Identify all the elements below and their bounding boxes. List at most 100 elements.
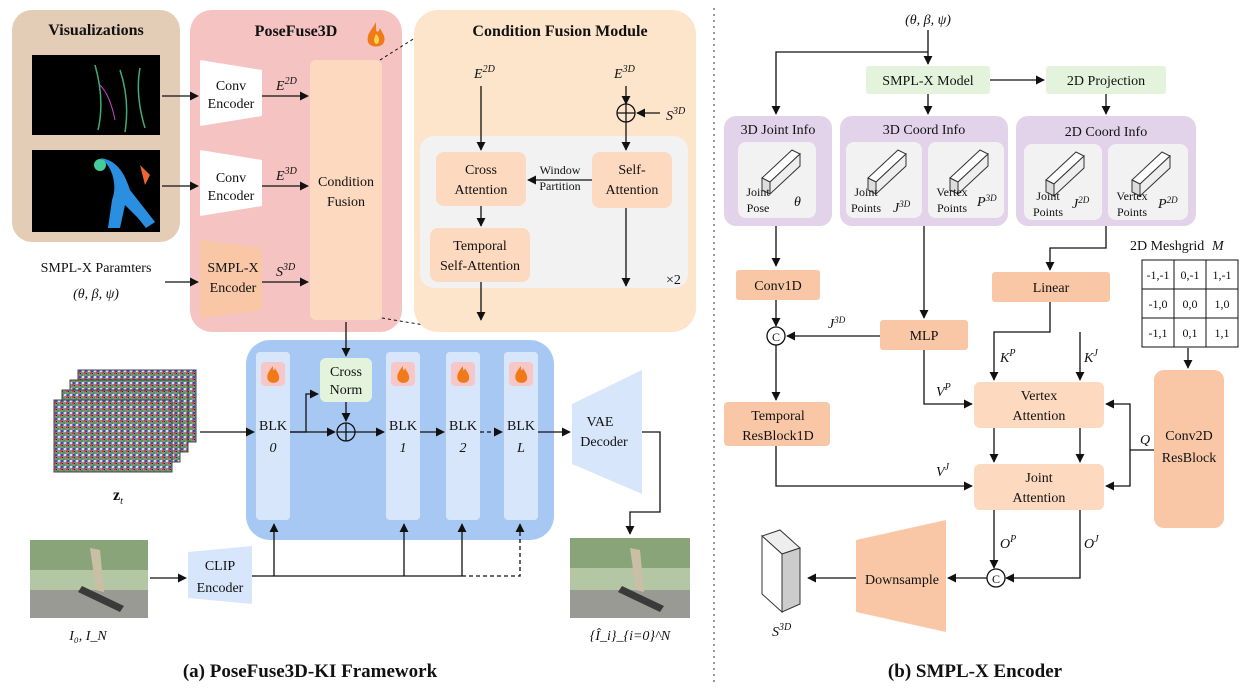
svg-text:J3D: J3D: [828, 315, 846, 332]
svg-text:S3D: S3D: [772, 622, 792, 640]
svg-text:S3D: S3D: [666, 106, 686, 124]
svg-text:P2D: P2D: [1157, 195, 1178, 212]
svg-text:OP: OP: [1000, 534, 1016, 552]
svg-text:S3D: S3D: [276, 262, 296, 280]
svg-text:Window: Window: [540, 163, 581, 177]
svg-text:VP: VP: [936, 382, 951, 400]
svg-text:Vertex: Vertex: [936, 185, 967, 199]
svg-text:Encoder: Encoder: [197, 581, 244, 596]
svg-text:OJ: OJ: [1084, 534, 1099, 552]
svg-text:Q: Q: [1140, 433, 1150, 448]
svg-text:Attention: Attention: [1013, 491, 1066, 506]
condition-fusion: [310, 60, 382, 320]
conv2d-resblock: [1154, 370, 1224, 528]
smplx-params-label: SMPL-X Paramters: [41, 261, 152, 276]
linear-box: [992, 272, 1110, 302]
conv-encoder-1: [200, 60, 262, 126]
caption-b: (b) SMPL-X Encoder: [888, 661, 1063, 682]
svg-text:Joint: Joint: [1036, 189, 1060, 203]
svg-text:Points: Points: [937, 201, 967, 215]
svg-text:P3D: P3D: [976, 193, 997, 210]
svg-text:Self-: Self-: [618, 163, 646, 178]
tensor-cube-icon: [1131, 151, 1171, 198]
svg-text:SMPL-X: SMPL-X: [207, 261, 258, 276]
svg-text:BLK: BLK: [259, 419, 287, 434]
meshgrid-cell: [1173, 317, 1207, 348]
svg-text:Joint: Joint: [1025, 471, 1052, 486]
fire-icon: [367, 22, 385, 47]
svg-text:BLK: BLK: [389, 419, 417, 434]
svg-text:1: 1: [400, 441, 407, 456]
vertex-attention: [974, 382, 1104, 428]
svg-text:Vertex: Vertex: [1021, 389, 1058, 404]
svg-text:MLP: MLP: [910, 329, 939, 344]
blk-1: [386, 352, 420, 520]
downsample-block: [856, 520, 946, 632]
svg-text:2: 2: [460, 441, 467, 456]
params-symbol-right: (θ, β, ψ): [905, 13, 951, 28]
tensor-cube-icon: [1045, 151, 1085, 198]
svg-text:M: M: [1211, 239, 1225, 254]
svg-text:BLK: BLK: [449, 419, 477, 434]
svg-text:VAE: VAE: [587, 415, 614, 430]
meshgrid-cell: [1205, 288, 1239, 319]
svg-text:ResBlock1D: ResBlock1D: [742, 429, 814, 444]
svg-text:Fusion: Fusion: [327, 195, 365, 210]
conv-encoder-2: [200, 150, 262, 216]
svg-text:J3D: J3D: [893, 199, 911, 216]
meshgrid-cell: [1205, 317, 1239, 348]
svg-text:J2D: J2D: [1072, 195, 1090, 212]
svg-text:Joint: Joint: [854, 185, 878, 199]
svg-text:3D Joint Info: 3D Joint Info: [741, 123, 816, 138]
meshgrid-cell-value: -1,-1: [1147, 268, 1170, 282]
svg-text:VJ: VJ: [936, 462, 950, 480]
svg-text:2D Projection: 2D Projection: [1067, 74, 1145, 89]
svg-text:Temporal: Temporal: [453, 239, 507, 254]
svg-text:SMPL-X Model: SMPL-X Model: [882, 74, 974, 89]
smplx-encoder: [200, 240, 262, 318]
clip-encoder: [188, 546, 252, 604]
svg-text:BLK: BLK: [507, 419, 535, 434]
svg-text:0: 0: [270, 441, 277, 456]
svg-text:Conv2D: Conv2D: [1165, 429, 1212, 444]
svg-text:Encoder: Encoder: [208, 189, 255, 204]
svg-text:C: C: [992, 572, 1000, 586]
svg-text:Self-Attention: Self-Attention: [440, 259, 520, 274]
svg-text:E3D: E3D: [275, 166, 298, 184]
cross-attention-box: [436, 152, 526, 206]
svg-text:Points: Points: [851, 201, 881, 215]
svg-text:L: L: [516, 441, 525, 456]
svg-text:E3D: E3D: [613, 64, 636, 82]
output-tensor-icon: [761, 529, 801, 614]
fire-icon: [391, 362, 415, 386]
input-frames-label: I₀, I_N: [68, 629, 107, 644]
svg-text:Decoder: Decoder: [580, 435, 628, 450]
svg-text:Encoder: Encoder: [210, 281, 257, 296]
svg-text:2D Coord Info: 2D Coord Info: [1065, 125, 1147, 140]
svg-text:Cross: Cross: [330, 365, 362, 380]
noise-latent-stack: [53, 369, 197, 473]
temporal-resblock1d: [724, 402, 830, 446]
blk-0: [256, 352, 290, 520]
meshgrid-cell-value: 1,1: [1215, 326, 1230, 340]
caption-a: (a) PoseFuse3D-KI Framework: [183, 661, 438, 682]
svg-text:Cross: Cross: [465, 163, 497, 178]
svg-text:Condition: Condition: [318, 175, 374, 190]
svg-text:3D Coord Info: 3D Coord Info: [883, 123, 965, 138]
svg-text:Downsample: Downsample: [865, 573, 939, 588]
visualizations-title: Visualizations: [48, 22, 143, 39]
smplx-model-box: [866, 66, 990, 94]
blk-L: [504, 352, 538, 520]
svg-text:Points: Points: [1033, 205, 1063, 219]
fire-icon: [451, 362, 475, 386]
svg-text:Joint: Joint: [746, 185, 770, 199]
cross-norm-box: [320, 358, 372, 402]
fire-icon: [509, 362, 533, 386]
svg-text:θ: θ: [794, 195, 801, 210]
svg-text:Partition: Partition: [539, 179, 580, 193]
svg-text:Encoder: Encoder: [208, 97, 255, 112]
repeat-x2: ×2: [666, 273, 681, 288]
svg-text:Attention: Attention: [1013, 409, 1066, 424]
